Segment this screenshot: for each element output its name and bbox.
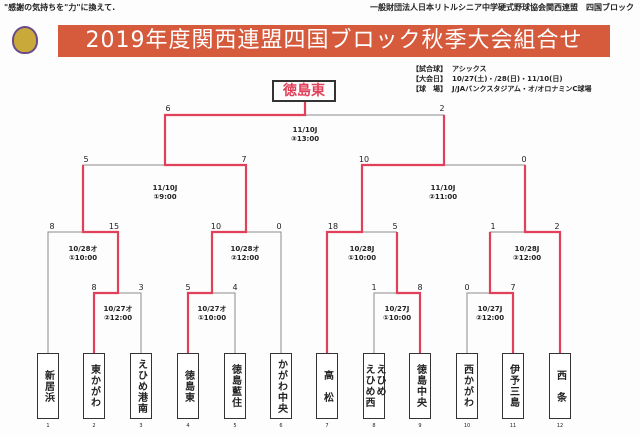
seed-number: 9: [418, 423, 422, 429]
score: 0: [521, 155, 527, 164]
score: 10: [210, 222, 222, 231]
team-box: 徳島中央: [409, 353, 431, 419]
score: 10: [358, 155, 370, 164]
seed-number: 10: [463, 423, 471, 429]
score: 15: [108, 222, 120, 231]
score: 5: [392, 222, 398, 231]
score: 1: [371, 283, 377, 292]
team-box: 徳島藍住: [224, 353, 246, 419]
tournament-info: 【試合球】アシックス 【大会日】10/27(土)・/28(日)・11/10(日)…: [412, 64, 592, 94]
team-box: 西 条: [549, 353, 571, 419]
team-box: 東かがわ: [83, 353, 105, 419]
team-box: かがわ中央: [270, 353, 292, 419]
seed-number: 6: [279, 423, 283, 429]
seed-number: 12: [556, 423, 564, 429]
seed-number: 7: [325, 423, 329, 429]
league-logo-icon: [12, 26, 38, 54]
seed-number: 1: [46, 423, 50, 429]
seed-number: 3: [139, 423, 143, 429]
info-ball: 【試合球】アシックス: [412, 65, 487, 73]
team-box: 伊予三島: [502, 353, 524, 419]
info-venue: 【球 場】J/JAバンクスタジアム・オ/オロナミンC球場: [412, 85, 592, 93]
score: 1: [490, 222, 496, 231]
score: 6: [165, 104, 171, 113]
team-box: 新居浜: [37, 353, 59, 419]
score: 0: [464, 283, 470, 292]
team-box: 徳島東: [177, 353, 199, 419]
seed-number: 5: [233, 423, 237, 429]
team-box: 高 松: [316, 353, 338, 419]
score: 0: [276, 222, 282, 231]
score: 8: [49, 222, 55, 231]
seed-number: 4: [186, 423, 190, 429]
seed-number: 2: [92, 423, 96, 429]
seed-number: 8: [372, 423, 376, 429]
team-box: 西かがわ: [456, 353, 478, 419]
score: 4: [232, 283, 238, 292]
page-title: 2019年度関西連盟四国ブロック秋季大会組合せ: [58, 25, 610, 57]
organization: 一般財団法人日本リトルシニア中学硬式野球協会関西連盟 四国ブロック: [370, 3, 634, 12]
seed-number: 11: [509, 423, 517, 429]
score: 18: [327, 222, 339, 231]
slogan: "感謝の気持ちを"力"に換えて.: [4, 3, 116, 12]
score: 3: [138, 283, 144, 292]
bracket-winner-lines: [81, 102, 562, 353]
team-box: えひめ えひめ西: [363, 353, 385, 419]
score: 8: [417, 283, 423, 292]
team-box: えひめ港南: [130, 353, 152, 419]
score: 2: [554, 222, 560, 231]
champion-box: 徳島東: [272, 80, 336, 102]
score: 8: [91, 283, 97, 292]
score: 5: [83, 155, 89, 164]
score: 2: [439, 104, 445, 113]
score: 5: [185, 283, 191, 292]
score: 7: [241, 155, 247, 164]
score: 7: [510, 283, 516, 292]
info-dates: 【大会日】10/27(土)・/28(日)・11/10(日): [412, 75, 563, 83]
